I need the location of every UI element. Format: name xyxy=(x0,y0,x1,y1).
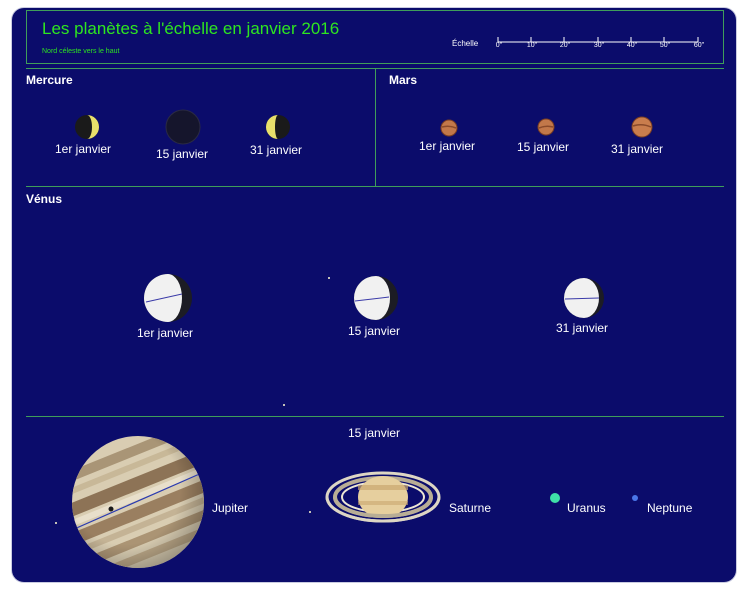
mercure-phase-jan31 xyxy=(266,115,290,139)
header-border-top xyxy=(26,10,724,11)
header-border-bottom xyxy=(26,63,724,64)
uranus-disk xyxy=(550,493,560,503)
divider-vertical xyxy=(375,68,376,186)
scale-tick-label: 50" xyxy=(659,42,671,49)
page-subtitle: Nord céleste vers le haut xyxy=(42,48,120,55)
page-title: Les planètes à l'échelle en janvier 2016 xyxy=(42,19,340,38)
scale-label: Échelle xyxy=(452,39,479,48)
venus-date-label: 31 janvier xyxy=(556,321,609,335)
venus-phase-jan1 xyxy=(144,274,192,322)
satellite-dot xyxy=(328,277,330,279)
mars-date-label: 31 janvier xyxy=(611,142,664,156)
planet-scale-panel: Les planètes à l'échelle en janvier 2016… xyxy=(12,8,736,582)
satellite-dot xyxy=(283,404,285,406)
mars-disk-jan31 xyxy=(631,116,653,138)
venus-phase-jan31 xyxy=(564,278,604,318)
saturn-label: Saturne xyxy=(449,501,492,515)
mercure-phase-jan15 xyxy=(165,109,201,145)
mercure-date-label: 1er janvier xyxy=(55,142,112,156)
mercure-date-label: 31 janvier xyxy=(250,143,303,157)
neptune-disk xyxy=(632,495,638,501)
satellite-dot xyxy=(309,511,311,513)
mercure-label: Mercure xyxy=(26,73,73,87)
venus-label: Vénus xyxy=(26,192,63,206)
mars-date-label: 1er janvier xyxy=(419,139,476,153)
header-border-left xyxy=(26,10,27,64)
header-border-right xyxy=(723,10,724,64)
mercure-phase-jan1 xyxy=(75,115,99,139)
scale-tick-label: 0" xyxy=(495,42,503,49)
uranus-label: Uranus xyxy=(567,501,606,515)
saturn-disk xyxy=(325,471,441,523)
jupiter-disk xyxy=(72,436,204,568)
mercure-date-label: 15 janvier xyxy=(156,147,209,161)
venus-date-label: 1er janvier xyxy=(137,326,194,340)
mars-disk-jan1 xyxy=(440,119,458,137)
jupiter-label: Jupiter xyxy=(212,501,249,515)
scale-tick-label: 10" xyxy=(526,42,538,49)
divider-bottom xyxy=(26,416,724,417)
divider-middle xyxy=(26,186,724,187)
mars-label: Mars xyxy=(389,73,418,87)
satellite-dot xyxy=(55,522,57,524)
scale-bar xyxy=(497,37,699,43)
venus-phase-jan15 xyxy=(354,276,398,320)
venus-date-label: 15 janvier xyxy=(348,324,401,338)
mars-disk-jan15 xyxy=(537,118,555,136)
scale-tick-label: 40" xyxy=(626,42,638,49)
scale-tick-label: 20" xyxy=(559,42,571,49)
scale-tick-label: 30" xyxy=(593,42,605,49)
outer-date-label: 15 janvier xyxy=(348,426,401,440)
mars-date-label: 15 janvier xyxy=(517,140,570,154)
neptune-label: Neptune xyxy=(647,501,693,515)
scale-tick-label: 60" xyxy=(693,42,705,49)
